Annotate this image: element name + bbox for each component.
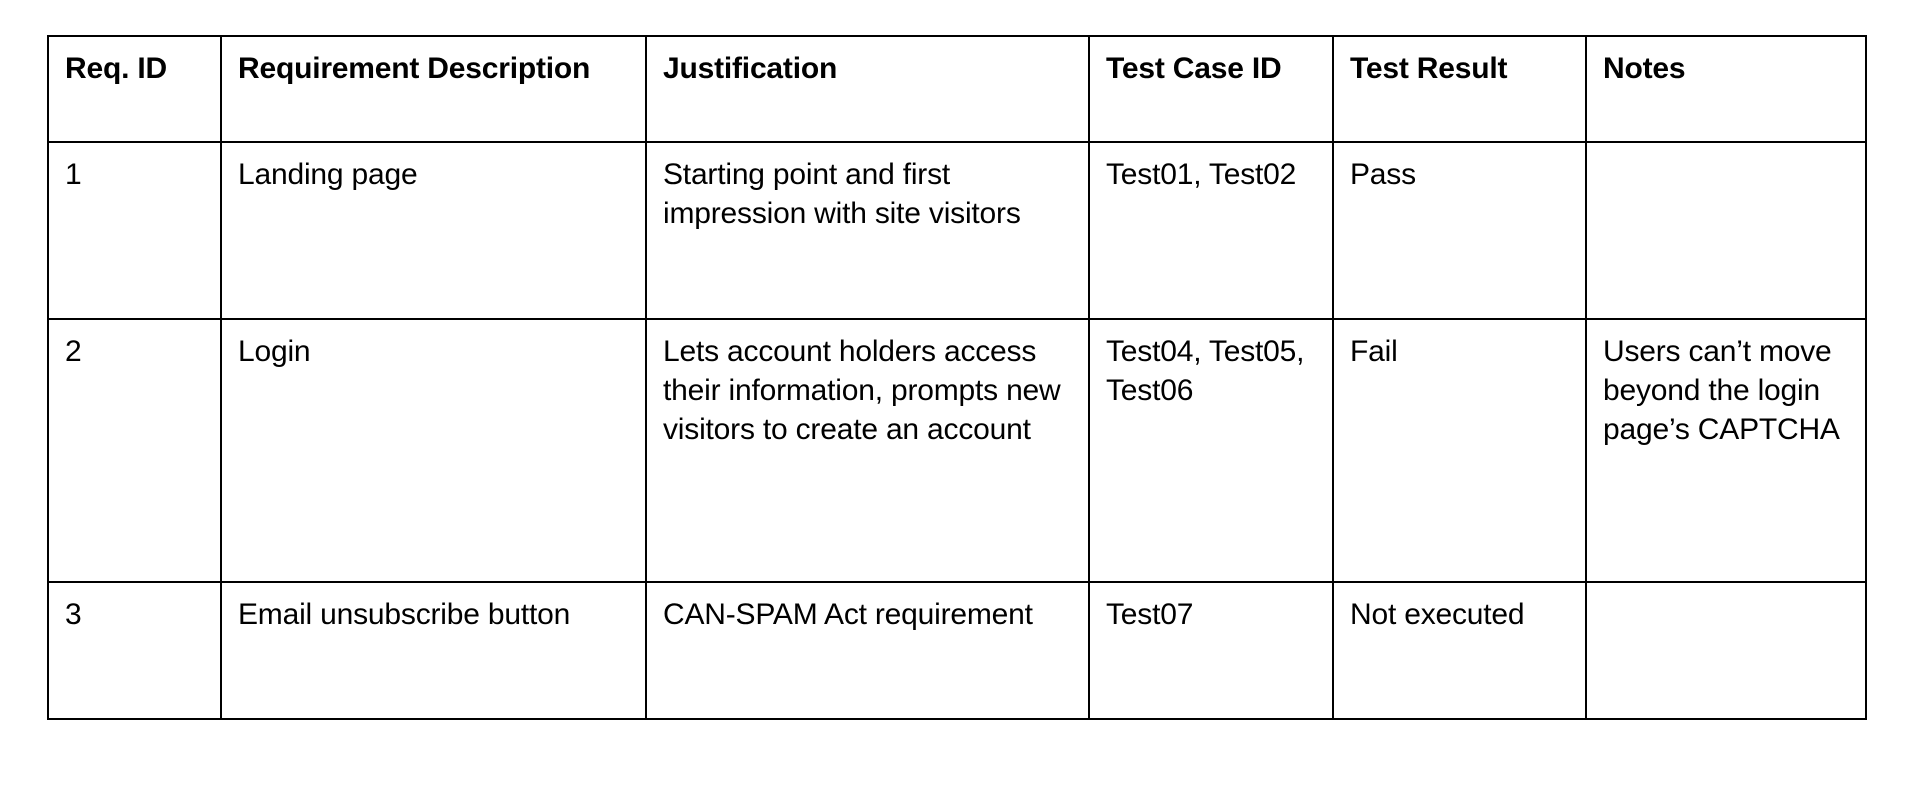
cell-notes xyxy=(1585,141,1867,320)
cell-justification: CAN-SPAM Act requirement xyxy=(645,581,1090,720)
cell-test-case-id-value: Test04, Test05, Test06 xyxy=(1106,335,1305,407)
cell-requirement-description-value: Login xyxy=(238,335,311,368)
cell-req-id: 3 xyxy=(47,581,222,720)
table-row: 1 Landing page Starting point and first … xyxy=(47,141,1867,320)
column-header-test-case-id: Test Case ID xyxy=(1088,35,1334,143)
column-header-requirement-description: Requirement Description xyxy=(220,35,647,143)
column-header-requirement-description-label: Requirement Description xyxy=(238,52,591,85)
cell-test-result: Pass xyxy=(1332,141,1587,320)
cell-test-case-id: Test07 xyxy=(1088,581,1334,720)
cell-notes xyxy=(1585,581,1867,720)
cell-req-id-value: 1 xyxy=(65,158,82,191)
cell-test-case-id-value: Test07 xyxy=(1106,598,1194,631)
column-header-req-id: Req. ID xyxy=(47,35,222,143)
cell-test-case-id: Test04, Test05, Test06 xyxy=(1088,318,1334,583)
cell-test-result-value: Fail xyxy=(1350,335,1398,368)
cell-requirement-description: Landing page xyxy=(220,141,647,320)
column-header-test-result: Test Result xyxy=(1332,35,1587,143)
cell-justification: Starting point and first impression with… xyxy=(645,141,1090,320)
table-row: 3 Email unsubscribe button CAN-SPAM Act … xyxy=(47,581,1867,720)
cell-notes-value xyxy=(1603,155,1849,156)
cell-req-id: 2 xyxy=(47,318,222,583)
cell-test-case-id-value: Test01, Test02 xyxy=(1106,158,1297,191)
cell-requirement-description-value: Email unsubscribe button xyxy=(238,598,571,631)
cell-test-result-value: Not executed xyxy=(1350,598,1525,631)
table-header: Req. ID Requirement Description Justific… xyxy=(47,35,1867,143)
cell-notes-value xyxy=(1603,595,1849,596)
cell-justification-value: CAN-SPAM Act requirement xyxy=(663,598,1033,631)
column-header-test-case-id-label: Test Case ID xyxy=(1106,52,1282,85)
cell-test-result: Fail xyxy=(1332,318,1587,583)
table-body: 1 Landing page Starting point and first … xyxy=(47,141,1867,720)
cell-requirement-description: Login xyxy=(220,318,647,583)
cell-notes: Users can’t move beyond the login page’s… xyxy=(1585,318,1867,583)
cell-requirement-description: Email unsubscribe button xyxy=(220,581,647,720)
table-header-row: Req. ID Requirement Description Justific… xyxy=(47,35,1867,143)
cell-req-id: 1 xyxy=(47,141,222,320)
cell-req-id-value: 3 xyxy=(65,598,82,631)
cell-test-result-value: Pass xyxy=(1350,158,1416,191)
cell-justification-value: Starting point and first impression with… xyxy=(663,158,1021,230)
cell-requirement-description-value: Landing page xyxy=(238,158,418,191)
cell-justification-value: Lets account holders access their inform… xyxy=(663,335,1061,446)
table-row: 2 Login Lets account holders access thei… xyxy=(47,318,1867,583)
requirements-table-container: Req. ID Requirement Description Justific… xyxy=(47,35,1867,720)
column-header-test-result-label: Test Result xyxy=(1350,52,1508,85)
column-header-notes-label: Notes xyxy=(1603,52,1686,85)
column-header-justification-label: Justification xyxy=(663,52,838,85)
column-header-req-id-label: Req. ID xyxy=(65,52,167,85)
cell-notes-value: Users can’t move beyond the login page’s… xyxy=(1603,335,1840,446)
cell-test-result: Not executed xyxy=(1332,581,1587,720)
cell-req-id-value: 2 xyxy=(65,335,82,368)
cell-test-case-id: Test01, Test02 xyxy=(1088,141,1334,320)
column-header-justification: Justification xyxy=(645,35,1090,143)
column-header-notes: Notes xyxy=(1585,35,1867,143)
cell-justification: Lets account holders access their inform… xyxy=(645,318,1090,583)
requirements-traceability-table: Req. ID Requirement Description Justific… xyxy=(47,35,1867,720)
